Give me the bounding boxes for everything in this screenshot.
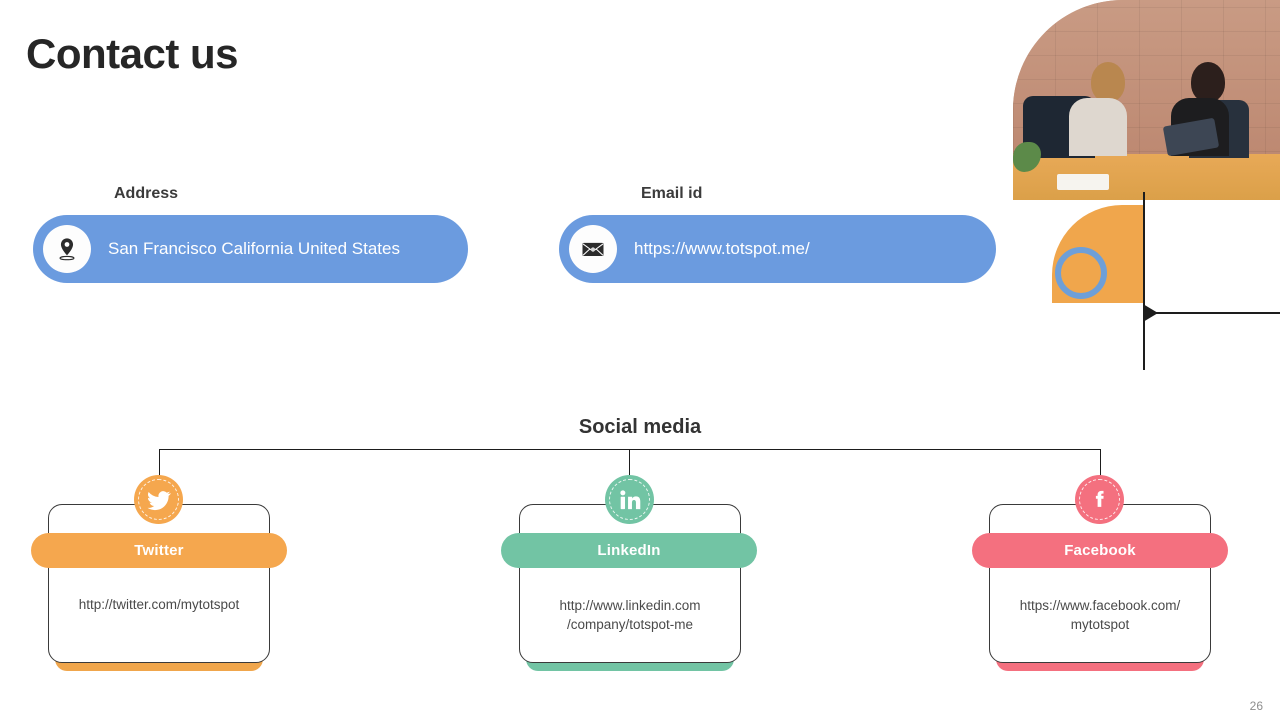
email-pill[interactable]: https://www.totspot.me/	[559, 215, 996, 283]
facebook-banner[interactable]: Facebook	[972, 533, 1228, 568]
photo-desk	[1013, 154, 1280, 200]
facebook-label: Facebook	[1064, 542, 1136, 559]
email-label: Email id	[641, 185, 703, 202]
envelope-icon	[569, 225, 617, 273]
twitter-banner[interactable]: Twitter	[31, 533, 287, 568]
twitter-label: Twitter	[134, 542, 184, 559]
twitter-bird-icon[interactable]	[134, 475, 183, 524]
facebook-url: https://www.facebook.com/mytotspot	[1019, 598, 1181, 632]
decorative-horizontal-line	[1143, 312, 1280, 314]
linkedin-banner[interactable]: LinkedIn	[501, 533, 757, 568]
social-media-heading: Social media	[578, 416, 702, 438]
meeting-photo	[1013, 0, 1280, 200]
location-pin-icon	[43, 225, 91, 273]
linkedin-card[interactable]	[519, 504, 741, 663]
address-pill[interactable]: San Francisco California United States	[33, 215, 468, 283]
page-title: Contact us	[26, 30, 239, 77]
page-number: 26	[1249, 699, 1263, 713]
linkedin-url: http://www.linkedin.com/company/totspot-…	[559, 598, 701, 632]
blue-ring-shape	[1055, 247, 1107, 299]
email-value: https://www.totspot.me/	[634, 239, 810, 258]
social-connector-facebook	[1100, 449, 1101, 483]
linkedin-in-icon[interactable]	[605, 475, 654, 524]
address-label: Address	[114, 185, 179, 202]
photo-notebook	[1057, 174, 1109, 190]
facebook-card[interactable]	[989, 504, 1211, 663]
linkedin-label: LinkedIn	[597, 542, 661, 559]
photo-person-left	[1069, 62, 1127, 156]
social-connector-horizontal	[159, 449, 1101, 450]
decorative-vertical-line	[1143, 192, 1145, 370]
facebook-f-icon[interactable]	[1075, 475, 1124, 524]
social-connector-twitter	[159, 449, 160, 483]
arrow-right-icon	[1143, 304, 1158, 322]
twitter-card[interactable]	[48, 504, 270, 663]
social-connector-linkedin	[629, 449, 630, 483]
address-value: San Francisco California United States	[108, 239, 400, 258]
twitter-url: http://twitter.com/mytotspot	[78, 597, 240, 612]
